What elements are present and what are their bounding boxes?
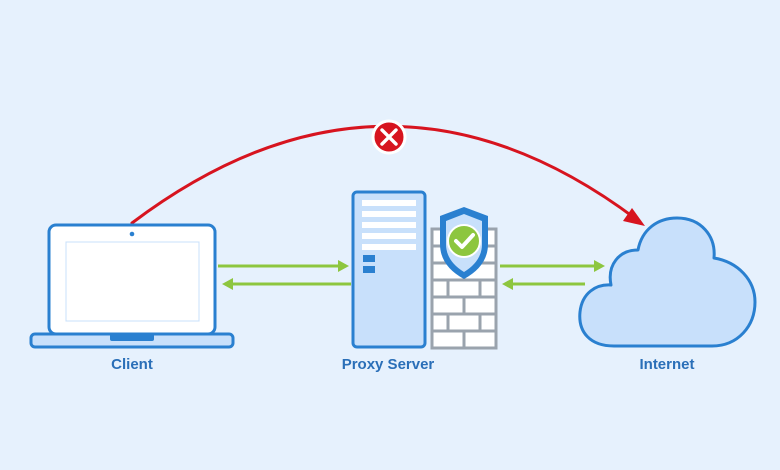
server-icon — [351, 190, 427, 349]
proxy-server-label: Proxy Server — [341, 356, 435, 373]
x-circle-icon — [371, 119, 407, 155]
client-label: Client — [111, 356, 153, 373]
blocked-connection — [130, 119, 645, 226]
client-proxy-arrows — [218, 260, 351, 290]
cloud-icon — [578, 216, 757, 348]
blocked-arrowhead — [623, 208, 645, 226]
proxy-internet-arrows — [500, 260, 605, 290]
laptop-icon — [29, 223, 235, 349]
internet-label: Internet — [639, 356, 695, 373]
shield-check-icon — [440, 207, 488, 279]
